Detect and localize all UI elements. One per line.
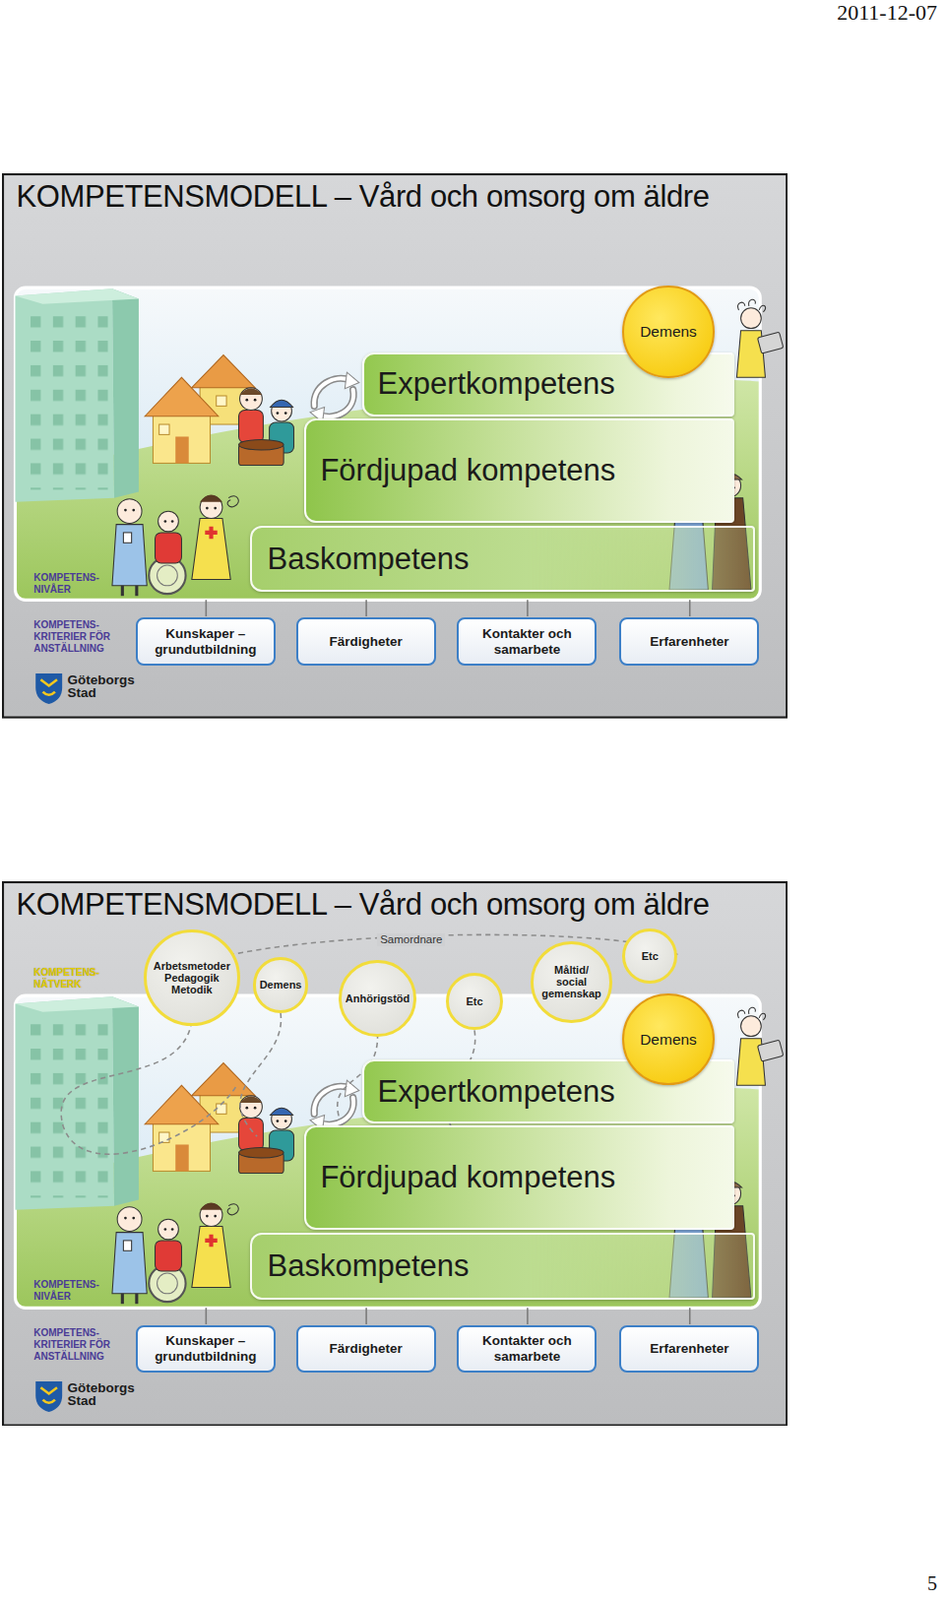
network-circle: Arbetsmetoder Pedagogik Metodik bbox=[143, 929, 241, 1026]
network-circle-label: Etc bbox=[453, 995, 495, 1008]
focus-circle-label: Demens bbox=[639, 322, 697, 340]
focus-circle-label: Demens bbox=[639, 1030, 697, 1048]
criteria-box: Kunskaper – grundutbildning bbox=[135, 617, 276, 666]
criteria-box: Färdigheter bbox=[296, 1324, 437, 1374]
label-anchor: KOMPETENS- NÄTVERK bbox=[33, 966, 116, 991]
label-anchor: Göteborgs Stad bbox=[66, 674, 141, 700]
criteria-box: Kunskaper – grundutbildning bbox=[135, 1324, 276, 1374]
network-circle-label: Måltid/ social gemenskap bbox=[538, 963, 604, 1001]
criteria-label: Kontakter och samarbete bbox=[464, 1332, 589, 1364]
network-circle-label: Arbetsmetoder Pedagogik Metodik bbox=[149, 959, 234, 997]
logo-text: Göteborgs Stad bbox=[66, 1382, 141, 1408]
label-anchor: KOMPETENS- NIVÅER bbox=[33, 1278, 116, 1303]
criteria-box: Erfarenheter bbox=[619, 617, 759, 666]
level-band: Fördjupad kompetens bbox=[304, 1125, 735, 1230]
criteria-box: Kontakter och samarbete bbox=[456, 1324, 597, 1374]
criteria-label: Erfarenheter bbox=[649, 1340, 729, 1357]
network-circle-label: Demens bbox=[255, 978, 306, 991]
side-heading: KOMPETENS- KRITERIER FÖR ANSTÄLLNING bbox=[33, 619, 116, 655]
level-band-label: Expertkompetens bbox=[377, 367, 615, 401]
logo-text: Göteborgs Stad bbox=[66, 674, 141, 700]
criteria-box: Kontakter och samarbete bbox=[456, 617, 597, 666]
network-circle-label: Etc bbox=[630, 949, 671, 962]
level-band: Baskompetens bbox=[250, 525, 756, 592]
criteria-box: Erfarenheter bbox=[619, 1324, 759, 1374]
focus-circle: Demens bbox=[622, 993, 714, 1085]
level-band-label: Fördjupad kompetens bbox=[319, 1160, 616, 1195]
label-anchor: KOMPETENS- KRITERIER FÖR ANSTÄLLNING bbox=[33, 1326, 116, 1363]
criteria-label: Kunskaper – grundutbildning bbox=[143, 1332, 268, 1364]
criteria-label: Färdigheter bbox=[329, 1340, 403, 1357]
label-anchor: KOMPETENS- NIVÅER bbox=[33, 571, 116, 596]
label-anchor: Samordnare bbox=[377, 933, 445, 947]
date-stamp: 2011-12-07 bbox=[836, 0, 938, 26]
slide-title: KOMPETENSMODELL – Vård och omsorg om äld… bbox=[16, 886, 710, 923]
side-heading: KOMPETENS- NÄTVERK bbox=[33, 966, 116, 991]
network-circle: Anhörigstöd bbox=[338, 959, 416, 1037]
focus-circle: Demens bbox=[622, 285, 714, 378]
network-circle: Etc bbox=[445, 972, 504, 1030]
page-number: 5 bbox=[927, 1571, 938, 1595]
label-anchor: Göteborgs Stad bbox=[66, 1382, 141, 1408]
slide-panel: KOMPETENSMODELL – Vård och omsorg om äld… bbox=[1, 881, 788, 1427]
network-line-part bbox=[61, 1020, 237, 1154]
network-circle: Demens bbox=[252, 956, 309, 1012]
criteria-label: Kunskaper – grundutbildning bbox=[143, 626, 268, 657]
slide-illustration-part bbox=[2, 174, 787, 718]
criteria-label: Färdigheter bbox=[329, 633, 403, 650]
network-circle-label: Anhörigstöd bbox=[343, 992, 411, 1005]
level-band: Baskompetens bbox=[250, 1232, 756, 1299]
label-anchor: KOMPETENS- KRITERIER FÖR ANSTÄLLNING bbox=[33, 619, 116, 655]
label-anchor: 5 bbox=[927, 1571, 938, 1595]
slide-title: KOMPETENSMODELL – Vård och omsorg om äld… bbox=[16, 179, 710, 215]
label-anchor: 2011-12-07 bbox=[836, 0, 938, 26]
slide-panel: KOMPETENSMODELL – Vård och omsorg om äld… bbox=[1, 173, 788, 719]
criteria-label: Erfarenheter bbox=[649, 633, 729, 650]
network-line-part bbox=[240, 1011, 281, 1135]
network-circle: Etc bbox=[622, 928, 678, 984]
side-heading: KOMPETENS- KRITERIER FÖR ANSTÄLLNING bbox=[33, 1326, 116, 1363]
criteria-box: Färdigheter bbox=[296, 617, 437, 666]
level-band-label: Baskompetens bbox=[267, 1249, 470, 1283]
connector-label: Samordnare bbox=[377, 933, 445, 947]
level-band-label: Fördjupad kompetens bbox=[319, 453, 616, 488]
slide-illustration-part bbox=[2, 882, 787, 1426]
side-heading: KOMPETENS- NIVÅER bbox=[33, 571, 116, 596]
side-heading: KOMPETENS- NIVÅER bbox=[33, 1278, 116, 1303]
criteria-label: Kontakter och samarbete bbox=[464, 626, 589, 657]
network-circle: Måltid/ social gemenskap bbox=[530, 941, 613, 1023]
level-band-label: Expertkompetens bbox=[377, 1074, 615, 1109]
level-band: Fördjupad kompetens bbox=[304, 418, 735, 523]
level-band-label: Baskompetens bbox=[267, 542, 470, 576]
